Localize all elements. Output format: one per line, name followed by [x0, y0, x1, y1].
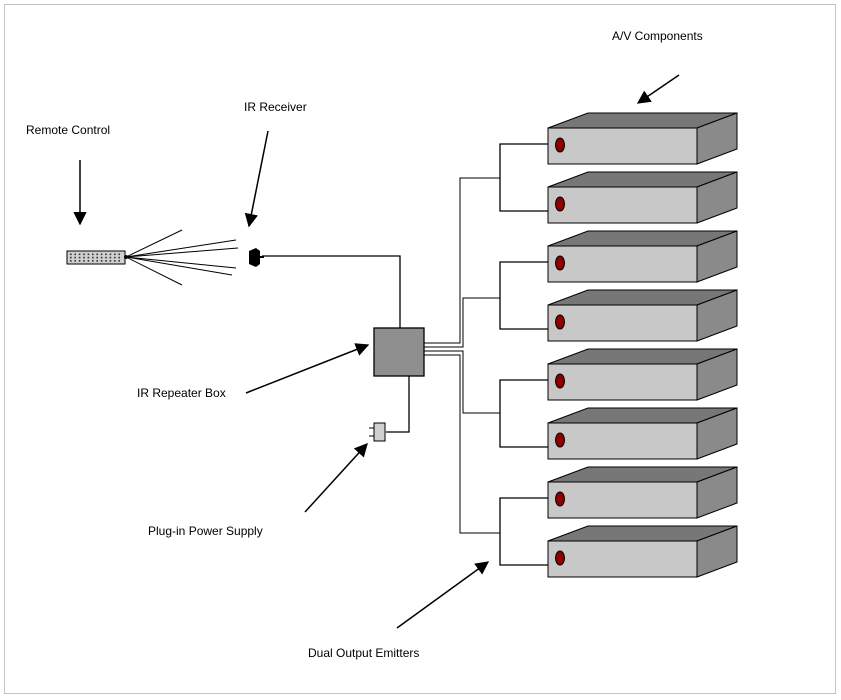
emitter-led	[555, 196, 565, 212]
emitter-led	[555, 314, 565, 330]
ir-ray	[125, 247, 239, 258]
remote-button-dot	[92, 253, 94, 256]
component-front-face	[547, 540, 698, 578]
label-remote-control: Remote Control	[26, 123, 111, 137]
label-ir-repeater-box: IR Repeater Box	[137, 386, 226, 400]
ir-ray	[125, 256, 237, 269]
label-ir-receiver: IR Receiver	[244, 100, 307, 114]
remote-button-dot	[87, 253, 90, 256]
component-front-face	[547, 186, 698, 224]
pointer-arrows	[73, 74, 680, 629]
emitter-split-pair	[499, 143, 555, 212]
remote-button-dot	[114, 253, 116, 256]
remote-button-dot	[100, 260, 103, 262]
av-component-8	[547, 525, 738, 578]
emitter-led	[555, 432, 565, 448]
av-component-5	[547, 348, 738, 401]
av-component-3	[547, 230, 738, 283]
remote-button-dot	[109, 253, 112, 256]
power-supply-cable	[386, 376, 410, 433]
remote-button-dot	[83, 256, 85, 259]
av-components	[547, 112, 738, 578]
remote-button-dot	[87, 256, 90, 259]
ir-signal-beam	[124, 229, 239, 286]
remote-button-dot	[83, 260, 85, 262]
remote-button-dot	[83, 253, 85, 256]
remote-button-dot	[100, 256, 103, 259]
av-component-1	[547, 112, 738, 165]
remote-button-dot	[96, 253, 98, 256]
emitter-split-pair	[499, 379, 555, 448]
av-component-2	[547, 171, 738, 224]
ir-ray	[125, 256, 233, 276]
remote-button-dot	[74, 253, 76, 256]
remote-button-dot	[114, 256, 116, 259]
remote-button-dot	[105, 256, 107, 259]
remote-button-dot	[96, 256, 98, 259]
remote-button-dot	[78, 253, 81, 256]
emitter-cables	[424, 177, 500, 534]
dual-output-emitter-splits	[499, 143, 555, 566]
arrow-ir-repeater-box	[245, 343, 370, 394]
av-component-7	[547, 466, 738, 519]
arrow-dual-output-emitters	[396, 561, 490, 629]
remote-button-dot	[96, 260, 98, 262]
remote-button-dot	[105, 260, 107, 262]
remote-button-dot	[70, 256, 72, 259]
emitter-split-pair	[499, 261, 555, 330]
label-dual-output-emitters: Dual Output Emitters	[308, 646, 420, 660]
ir-receiver	[249, 248, 264, 267]
remote-control	[66, 250, 126, 265]
remote-button-dot	[109, 260, 112, 262]
remote-button-dot	[74, 260, 76, 262]
arrow-ir-receiver	[244, 130, 269, 228]
remote-button-dot	[118, 256, 120, 259]
av-component-4	[547, 289, 738, 342]
remote-button-dot	[70, 253, 72, 256]
remote-button-dot	[78, 260, 81, 262]
emitter-split-pair	[499, 497, 555, 566]
remote-button-dot	[109, 256, 112, 259]
plug-in-power-supply	[369, 422, 386, 442]
ir-ray	[125, 256, 183, 286]
remote-button-dot	[114, 260, 116, 262]
component-front-face	[547, 481, 698, 519]
ir-ray	[125, 239, 237, 258]
label-plug-in-power-supply: Plug-in Power Supply	[148, 524, 263, 538]
emitter-led	[555, 137, 565, 153]
remote-button-dot	[87, 260, 90, 262]
remote-button-dot	[118, 260, 120, 262]
emitter-led	[555, 373, 565, 389]
emitter-led	[555, 491, 565, 507]
ir-emitter-led	[124, 255, 128, 259]
component-front-face	[547, 304, 698, 342]
emitter-led	[555, 550, 565, 566]
arrow-av-components	[636, 74, 680, 104]
emitter-led	[555, 255, 565, 271]
remote-button-dot	[105, 253, 107, 256]
remote-button-dot	[92, 260, 94, 262]
component-front-face	[547, 245, 698, 283]
ir-repeater-box	[373, 327, 425, 377]
receiver-cable	[262, 255, 401, 328]
ir-ray	[125, 229, 183, 258]
remote-control-buttons	[70, 253, 120, 262]
remote-button-dot	[118, 253, 120, 256]
remote-button-dot	[100, 253, 103, 256]
label-av-components: A/V Components	[612, 29, 703, 43]
av-component-6	[547, 407, 738, 460]
remote-button-dot	[92, 256, 94, 259]
arrow-power-supply	[304, 443, 368, 513]
component-front-face	[547, 422, 698, 460]
remote-button-dot	[74, 256, 76, 259]
component-front-face	[547, 363, 698, 401]
remote-button-dot	[70, 260, 72, 262]
component-front-face	[547, 127, 698, 165]
remote-button-dot	[78, 256, 81, 259]
